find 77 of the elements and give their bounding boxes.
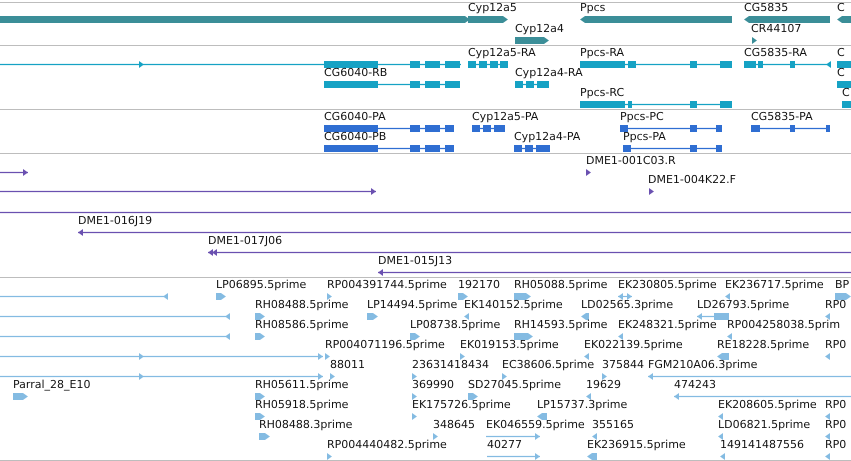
- feature-label: LP08738.5prime: [410, 318, 500, 331]
- feature-label: EC38606.5prime: [502, 358, 594, 371]
- feature-label: Ppcs: [580, 1, 606, 14]
- feature-label: LP06895.5prime: [216, 278, 306, 291]
- feature-label: SD27045.5prime: [468, 378, 561, 391]
- feature-label: LD02565.3prime: [581, 298, 674, 311]
- feature-label: RP004071196.5prime: [325, 338, 445, 351]
- feature-label: RH08488.3prime: [259, 418, 352, 431]
- feature-label: DME1-015J13: [378, 254, 452, 267]
- feature-label: 19629: [586, 378, 621, 391]
- feature-label: EK248321.5prime: [618, 318, 717, 331]
- feature-label: RP0: [825, 418, 846, 431]
- feature-label: RH08586.5prime: [255, 318, 348, 331]
- feature-label: 375844: [602, 358, 644, 371]
- feature-label: CG5835: [744, 1, 788, 14]
- feature-label: Cyp12a5: [468, 1, 517, 14]
- feature-label: RP0: [825, 298, 846, 311]
- feature-label: Cyp12a4-PA: [514, 130, 580, 143]
- feature-label: Ppcs-RC: [580, 86, 624, 99]
- feature-label: EK140152.5prime: [464, 298, 563, 311]
- feature-label: 348645: [433, 418, 475, 431]
- feature-label: Ppcs-RA: [580, 46, 624, 59]
- feature-label: RP0: [825, 398, 846, 411]
- feature-label: LP14494.5prime: [367, 298, 458, 311]
- feature-label: RH05088.5prime: [514, 278, 608, 291]
- feature-label: Cyp12a4-RA: [515, 66, 583, 79]
- feature-label: EK175726.5prime: [412, 398, 511, 411]
- feature-label: 40277: [487, 438, 522, 451]
- feature-label: Cyp12a4: [515, 22, 564, 35]
- feature-label: EK019153.5prime: [460, 338, 559, 351]
- feature-label: RE18228.5prime: [717, 338, 810, 351]
- feature-label: 355165: [592, 418, 634, 431]
- feature-label: EK208605.5prime: [718, 398, 817, 411]
- feature-label: RP004440482.5prime: [327, 438, 447, 451]
- feature-label: Ppcs-PC: [620, 110, 664, 123]
- feature-label: CR44107: [751, 22, 802, 35]
- feature-label: DME1-001C03.R: [586, 154, 676, 167]
- feature-label: 192170: [458, 278, 500, 291]
- feature-label: Parral_28_E10: [13, 378, 90, 391]
- feature-label: C: [837, 66, 845, 79]
- feature-label: LP15737.3prime: [537, 398, 628, 411]
- feature-label: EK236717.5prime: [725, 278, 824, 291]
- feature-label: 474243: [674, 378, 716, 391]
- feature-label: CG6040-RB: [324, 66, 388, 79]
- feature-label: EK022139.5prime: [584, 338, 683, 351]
- feature-label: RH08488.5prime: [255, 298, 348, 311]
- feature-label: RP0: [825, 338, 846, 351]
- feature-label: C: [837, 46, 845, 59]
- feature-label: 88011: [330, 358, 365, 371]
- feature-label: CG6040-PB: [324, 130, 386, 143]
- feature-label: RH05611.5prime: [255, 378, 348, 391]
- feature-label: LD26793.5prime: [697, 298, 790, 311]
- feature-label: RP004391744.5prime: [327, 278, 447, 291]
- feature-label: CG5835-RA: [744, 46, 807, 59]
- feature-label: C: [837, 1, 845, 14]
- feature-label: RH14593.5prime: [514, 318, 608, 331]
- feature-label: Ppcs-PA: [623, 130, 666, 143]
- feature-label: DME1-016J19: [78, 214, 152, 227]
- feature-label: Cyp12a5-PA: [472, 110, 538, 123]
- feature-label: EK230805.5prime: [618, 278, 717, 291]
- feature-label: CG6040-PA: [324, 110, 386, 123]
- feature-label: DME1-004K22.F: [648, 173, 736, 186]
- feature-label: 23631418434: [412, 358, 489, 371]
- feature-label: EK046559.5prime: [486, 418, 585, 431]
- feature-label: RH05918.5prime: [255, 398, 348, 411]
- feature-label: LD06821.5prime: [718, 418, 810, 431]
- feature-label: RP0: [825, 438, 846, 451]
- feature-label: EK236915.5prime: [587, 438, 686, 451]
- feature-label: CG5835-PA: [751, 110, 813, 123]
- feature-label: C: [842, 86, 850, 99]
- feature-label: FGM210A06.3prime: [648, 358, 758, 371]
- feature-label: DME1-017J06: [208, 234, 282, 247]
- feature-label: Cyp12a5-RA: [468, 46, 536, 59]
- feature-label: 369990: [412, 378, 454, 391]
- feature-label: 149141487556: [720, 438, 804, 451]
- feature-label: RP004258038.5prim: [727, 318, 840, 331]
- feature-label: BP: [835, 278, 850, 291]
